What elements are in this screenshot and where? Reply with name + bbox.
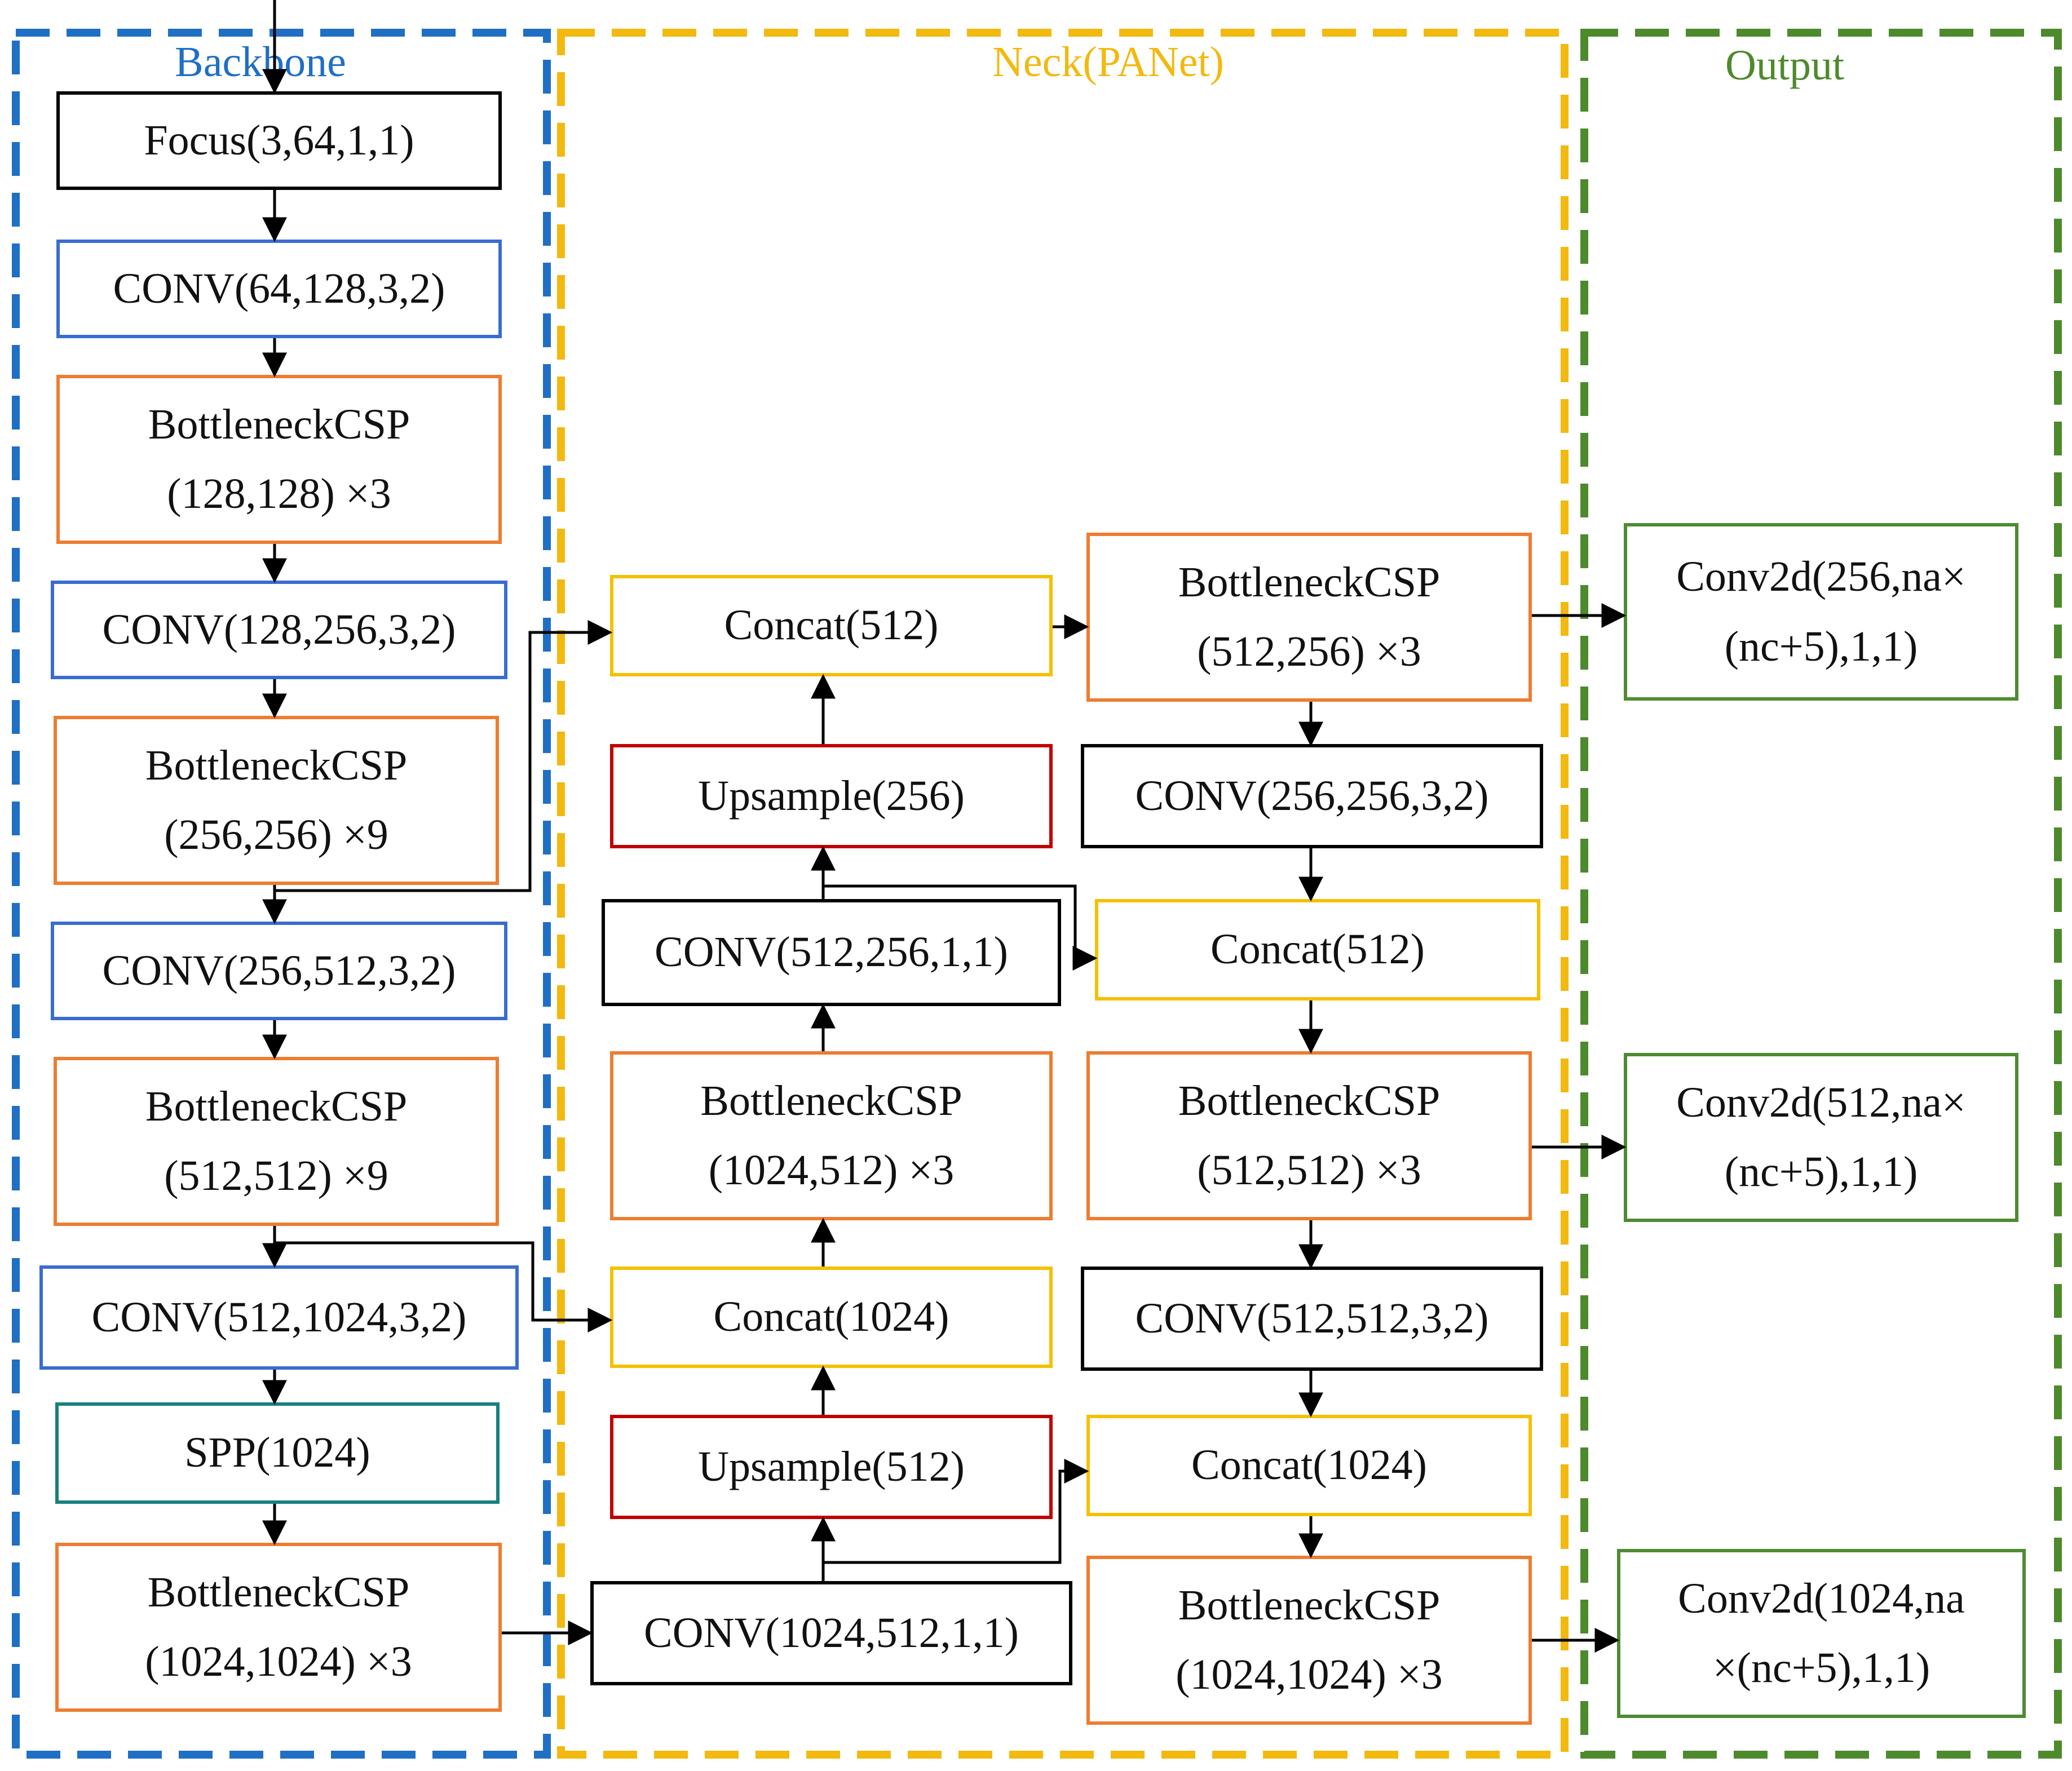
nconv2-skip-to-concat4-arrow <box>823 1459 1089 1564</box>
o-conv3-block: Conv2d(1024,na ×(nc+5),1,1) <box>1617 1549 2026 1718</box>
block-label-line: Upsample(512) <box>698 1442 965 1490</box>
block-label-line: BottleneckCSP <box>145 741 408 789</box>
block-label-line: SPP(1024) <box>184 1429 370 1477</box>
b-csp2-block: BottleneckCSP (256,256) ×9 <box>54 716 499 885</box>
block-label-line: (1024,512) ×3 <box>708 1146 955 1194</box>
n-conv2-block: CONV(1024,512,1,1) <box>590 1581 1072 1685</box>
block-label-line: (nc+5),1,1) <box>1724 622 1918 670</box>
block-label-line: Conv2d(512,na× <box>1676 1078 1966 1126</box>
block-label-line: Conv2d(1024,na <box>1678 1574 1965 1622</box>
block-label-line: CONV(256,512,3,2) <box>102 946 456 994</box>
b-spp-block: SPP(1024) <box>55 1402 500 1504</box>
block-label-line: (128,128) ×3 <box>167 470 391 517</box>
n-concat2-block: Concat(1024) <box>610 1267 1053 1368</box>
b-conv3-block: CONV(256,512,3,2) <box>51 922 507 1020</box>
block-label-line: CONV(128,256,3,2) <box>102 605 456 653</box>
block-label-line: (256,256) ×9 <box>164 811 388 858</box>
output-frame <box>1580 29 2062 1759</box>
b-csp1-block: BottleneckCSP (128,128) ×3 <box>56 375 502 544</box>
block-label-line: Conv2d(256,na× <box>1676 553 1966 601</box>
output-title: Output <box>1725 42 1845 89</box>
n-conv1-block: CONV(512,256,1,1) <box>602 899 1061 1006</box>
block-label-line: Concat(1024) <box>713 1293 949 1341</box>
block-label-line: (nc+5),1,1) <box>1724 1148 1918 1196</box>
n-concat1-block: Concat(512) <box>610 575 1053 676</box>
b-conv4-block: CONV(512,1024,3,2) <box>39 1265 519 1370</box>
o-conv1-block: Conv2d(256,na× (nc+5),1,1) <box>1624 523 2018 701</box>
n-csp3-block: BottleneckCSP (512,512) ×3 <box>1086 1051 1532 1220</box>
block-label-line: Concat(1024) <box>1191 1441 1427 1489</box>
block-label-line: Focus(3,64,1,1) <box>144 116 414 164</box>
block-label-line: Concat(512) <box>724 601 939 649</box>
block-label-line: CONV(512,1024,3,2) <box>91 1293 467 1341</box>
block-label-line: CONV(256,256,3,2) <box>1135 772 1489 820</box>
block-label-line: (1024,1024) ×3 <box>145 1638 412 1685</box>
block-label-line: BottleneckCSP <box>1178 558 1441 606</box>
backbone-frame <box>12 29 551 1759</box>
block-label-line: BottleneckCSP <box>1178 1581 1441 1629</box>
neck-title: Neck(PANet) <box>992 38 1224 86</box>
b-csp4-block: BottleneckCSP (1024,1024) ×3 <box>55 1543 502 1712</box>
focus-block: Focus(3,64,1,1) <box>56 91 502 190</box>
neck-frame <box>557 29 1569 1759</box>
block-label-line: (512,256) ×3 <box>1197 628 1421 675</box>
o-conv2-block: Conv2d(512,na× (nc+5),1,1) <box>1624 1053 2018 1222</box>
b-conv1-block: CONV(64,128,3,2) <box>56 240 502 338</box>
block-label-line: (512,512) ×3 <box>1197 1146 1421 1194</box>
csp2-skip-to-concat1-arrow <box>275 620 613 892</box>
block-label-line: CONV(512,256,1,1) <box>655 928 1008 976</box>
block-label-line: BottleneckCSP <box>145 1082 408 1130</box>
n-concat4-block: Concat(1024) <box>1086 1415 1532 1516</box>
block-label-line: CONV(64,128,3,2) <box>113 264 445 312</box>
block-label-line: BottleneckCSP <box>148 400 410 448</box>
block-label-line: BottleneckCSP <box>1178 1077 1441 1124</box>
block-label-line: BottleneckCSP <box>700 1077 962 1124</box>
block-label-line: (512,512) ×9 <box>164 1152 388 1199</box>
n-conv3-block: CONV(256,256,3,2) <box>1081 744 1543 848</box>
n-csp2-block: BottleneckCSP (512,256) ×3 <box>1086 533 1532 702</box>
b-conv2-block: CONV(128,256,3,2) <box>51 581 507 679</box>
block-label-line: Upsample(256) <box>698 772 965 820</box>
block-label-line: ×(nc+5),1,1) <box>1712 1644 1930 1692</box>
block-label-line: CONV(1024,512,1,1) <box>644 1609 1019 1657</box>
block-label-line: CONV(512,512,3,2) <box>1135 1294 1489 1342</box>
nconv1-skip-to-concat3-arrow <box>823 884 1098 971</box>
backbone-title: Backbone <box>175 38 346 86</box>
n-csp1-block: BottleneckCSP (1024,512) ×3 <box>610 1051 1053 1220</box>
csp3-skip-to-concat2-arrow <box>275 1241 613 1332</box>
block-label-line: Concat(512) <box>1210 926 1425 973</box>
n-concat3-block: Concat(512) <box>1095 899 1540 1000</box>
block-label-line: (1024,1024) ×3 <box>1176 1651 1443 1698</box>
block-label-line: BottleneckCSP <box>147 1568 410 1616</box>
